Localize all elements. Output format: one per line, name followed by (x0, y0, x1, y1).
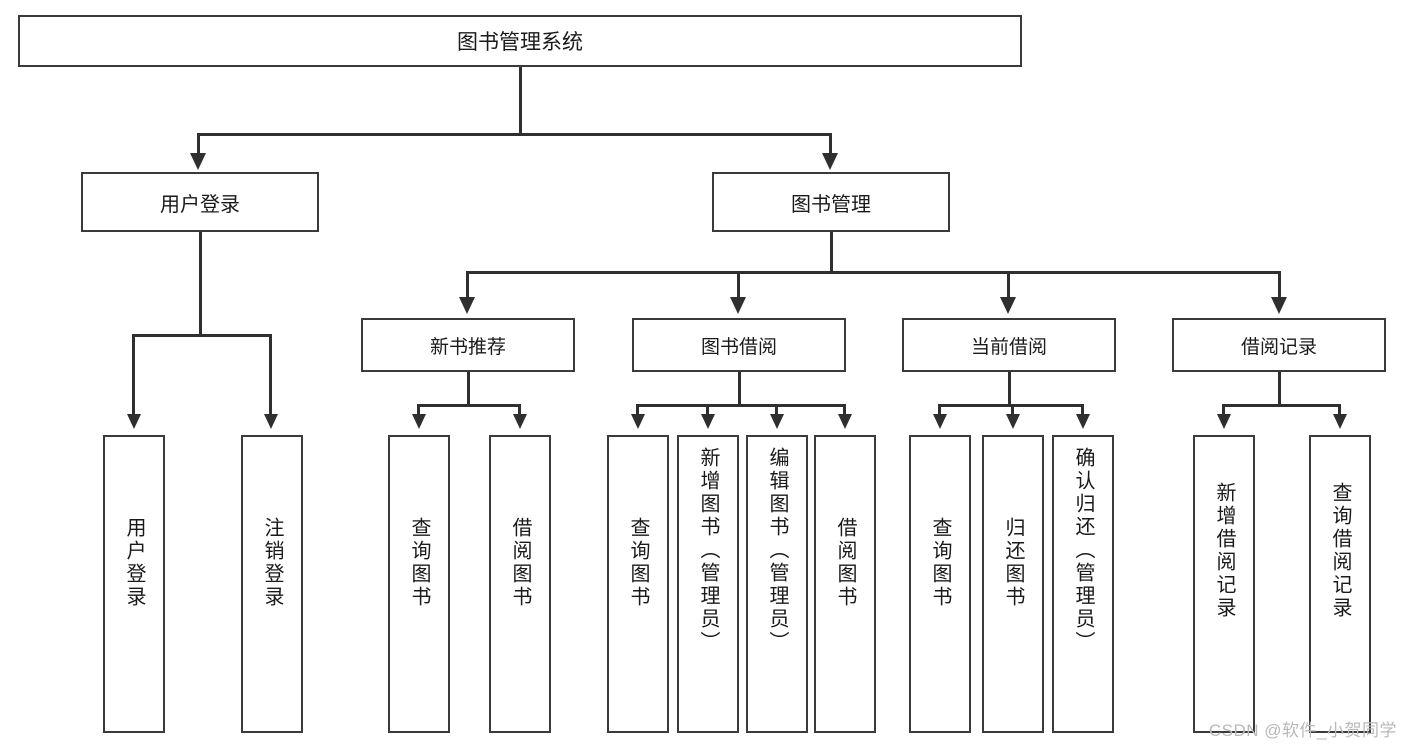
connector-user-login-drop-2 (269, 334, 272, 416)
connector-root-to-book-manage (829, 133, 832, 155)
leaf-add-book-admin[interactable]: 新增图书（管理员） (677, 435, 739, 733)
node-label: 借阅图书 (834, 517, 856, 609)
leaf-query-borrow-record[interactable]: 查询借阅记录 (1309, 435, 1371, 733)
leaf-query-book-recommend[interactable]: 查询图书 (388, 435, 450, 733)
leaf-add-borrow-record[interactable]: 新增借阅记录 (1193, 435, 1255, 733)
node-book-management[interactable]: 图书管理 (712, 172, 950, 232)
node-label: 归还图书 (1002, 517, 1024, 609)
arrow-book-borrow-child-1 (631, 414, 645, 429)
connector-new-book-drop-1 (417, 404, 420, 416)
arrow-book-borrow-child-4 (838, 414, 852, 429)
node-label: 图书管理系统 (457, 31, 583, 54)
connector-root-stem (519, 67, 522, 135)
arrow-new-book-child-1 (412, 414, 426, 429)
node-root-system[interactable]: 图书管理系统 (18, 15, 1022, 67)
node-label: 查询图书 (627, 517, 649, 609)
node-borrow-record[interactable]: 借阅记录 (1172, 318, 1386, 372)
arrow-current-borrow-child-3 (1076, 414, 1090, 429)
connector-new-book-drop-2 (518, 404, 521, 416)
leaf-edit-book-admin[interactable]: 编辑图书（管理员） (746, 435, 808, 733)
connector-borrow-record-bar (1222, 404, 1341, 407)
connector-user-login-drop-1 (132, 334, 135, 416)
connector-book-borrow-drop-3 (775, 404, 778, 416)
connector-book-manage-stem (830, 232, 833, 274)
node-label: 新书推荐 (429, 336, 506, 358)
node-label: 当前借阅 (970, 336, 1047, 358)
connector-book-manage-drop-1 (466, 271, 469, 299)
connector-current-borrow-drop-3 (1081, 404, 1084, 416)
connector-borrow-record-drop-1 (1222, 404, 1225, 416)
arrow-root-to-user-login (190, 153, 206, 170)
arrow-borrow-record-child-1 (1217, 414, 1231, 429)
node-label: 用户登录 (160, 193, 240, 216)
connector-book-manage-bar (466, 271, 1281, 274)
arrow-borrow-record-child-2 (1333, 414, 1347, 429)
connector-root-to-user-login (197, 133, 200, 155)
node-current-borrow[interactable]: 当前借阅 (902, 318, 1116, 372)
arrow-book-borrow-child-3 (770, 414, 784, 429)
leaf-query-book-borrow[interactable]: 查询图书 (607, 435, 669, 733)
node-label: 确认归还（管理员） (1072, 447, 1094, 654)
node-book-borrow[interactable]: 图书借阅 (632, 318, 846, 372)
connector-current-borrow-stem (1008, 372, 1011, 406)
node-label: 新增借阅记录 (1213, 482, 1235, 620)
node-new-book-recommend[interactable]: 新书推荐 (361, 318, 575, 372)
node-label: 新增图书（管理员） (697, 447, 719, 654)
arrow-root-to-book-manage (822, 153, 838, 170)
node-label: 注销登录 (261, 517, 283, 609)
leaf-user-login[interactable]: 用户登录 (103, 435, 165, 733)
watermark-text: CSDN @软件_小贺同学 (1208, 721, 1397, 740)
arrow-book-manage-child-2 (730, 297, 746, 314)
connector-book-borrow-drop-1 (636, 404, 639, 416)
connector-user-login-bar (132, 334, 272, 337)
node-label: 图书借阅 (700, 336, 777, 358)
leaf-borrow-book-recommend[interactable]: 借阅图书 (489, 435, 551, 733)
connector-book-borrow-bar (636, 404, 846, 407)
connector-root-bar (197, 133, 832, 136)
node-label: 借阅图书 (509, 517, 531, 609)
connector-user-login-stem (199, 232, 202, 336)
arrow-current-borrow-child-2 (1006, 414, 1020, 429)
leaf-borrow-book[interactable]: 借阅图书 (814, 435, 876, 733)
connector-new-book-stem (467, 372, 470, 406)
arrow-current-borrow-child-1 (933, 414, 947, 429)
connector-new-book-bar (417, 404, 521, 407)
connector-current-borrow-drop-2 (1011, 404, 1014, 416)
arrow-new-book-child-2 (513, 414, 527, 429)
leaf-logout[interactable]: 注销登录 (241, 435, 303, 733)
node-label: 查询图书 (929, 517, 951, 609)
connector-book-manage-drop-3 (1007, 271, 1010, 299)
connector-current-borrow-drop-1 (938, 404, 941, 416)
connector-borrow-record-drop-2 (1338, 404, 1341, 416)
leaf-confirm-return-admin[interactable]: 确认归还（管理员） (1052, 435, 1114, 733)
node-label: 借阅记录 (1240, 336, 1317, 358)
leaf-return-book[interactable]: 归还图书 (982, 435, 1044, 733)
node-label: 查询图书 (408, 517, 430, 609)
connector-borrow-record-stem (1278, 372, 1281, 406)
connector-book-borrow-drop-2 (706, 404, 709, 416)
leaf-query-book-current[interactable]: 查询图书 (909, 435, 971, 733)
connector-book-manage-drop-4 (1278, 271, 1281, 299)
connector-book-borrow-stem (738, 372, 741, 406)
node-user-login[interactable]: 用户登录 (81, 172, 319, 232)
arrow-book-manage-child-1 (459, 297, 475, 314)
node-label: 查询借阅记录 (1329, 482, 1351, 620)
connector-book-manage-drop-2 (737, 271, 740, 299)
arrow-user-login-child-2 (264, 414, 278, 429)
arrow-book-manage-child-3 (1000, 297, 1016, 314)
arrow-book-borrow-child-2 (701, 414, 715, 429)
node-label: 编辑图书（管理员） (766, 447, 788, 654)
arrow-book-manage-child-4 (1271, 297, 1287, 314)
node-label: 用户登录 (123, 517, 145, 609)
connector-book-borrow-drop-4 (843, 404, 846, 416)
node-label: 图书管理 (791, 193, 871, 216)
arrow-user-login-child-1 (127, 414, 141, 429)
